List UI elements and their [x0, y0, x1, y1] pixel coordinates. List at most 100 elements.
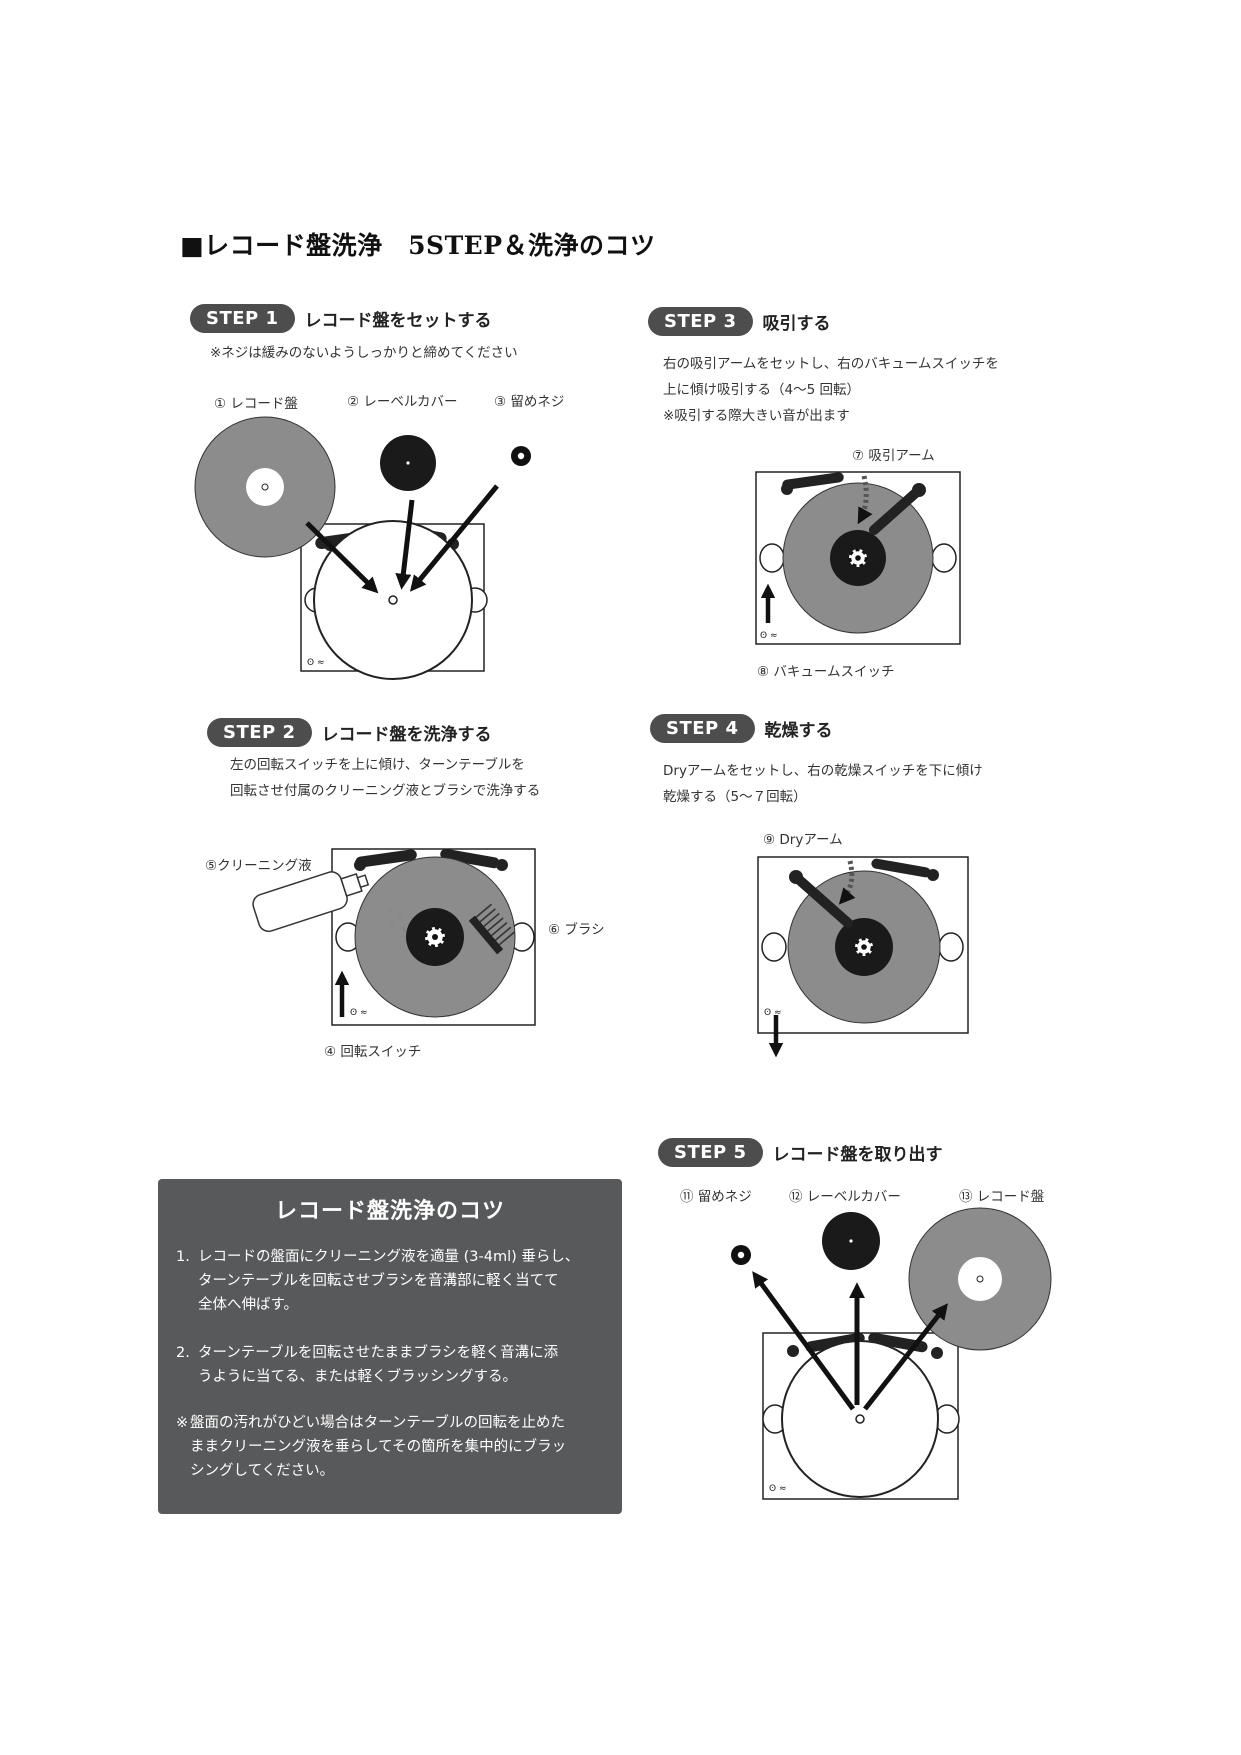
label-record: ⑬ レコード盤	[959, 1189, 1045, 1205]
tip-line: ターンテーブルを回転させブラシを音溝部に軽く当てて	[198, 1273, 559, 1289]
fixing-screw-icon	[424, 926, 446, 948]
tip-line: シングしてください。	[190, 1463, 335, 1479]
step4-badge: STEP 4	[650, 714, 755, 743]
tip-line: 盤面の汚れがひどい場合はターンテーブルの回転を止めた	[190, 1415, 565, 1431]
tip-line: 全体へ伸ばす。	[198, 1297, 299, 1313]
spindle	[388, 595, 398, 605]
step4-header: STEP 4 乾燥する	[650, 714, 833, 743]
switch-icons: ʘ ≈	[760, 631, 778, 641]
step1-diagram: ʘ ≈	[194, 416, 531, 680]
arm-left	[355, 849, 417, 868]
step2-desc-line-1: 左の回転スイッチを上に傾け、ターンテーブルを	[230, 757, 525, 773]
switch-icons: ʘ ≈	[307, 658, 325, 668]
switch-icons: ʘ ≈	[350, 1008, 368, 1018]
tip-item-2: 2. ターンテーブルを回転させたままブラシを軽く音溝に添 うように当てる、または…	[176, 1341, 606, 1389]
arm-right	[871, 858, 931, 878]
label-suction-arm: ⑦ 吸引アーム	[852, 448, 935, 464]
step3-title: 吸引する	[762, 314, 831, 334]
step1-title: レコード盤をセットする	[304, 311, 492, 331]
label-brush: ⑥ ブラシ	[548, 922, 605, 938]
step2-header: STEP 2 レコード盤を洗浄する	[207, 718, 492, 747]
step3-diagram: ʘ ≈	[755, 471, 961, 645]
step5-header: STEP 5 レコード盤を取り出す	[658, 1138, 943, 1167]
step3-desc-line-1: 右の吸引アームをセットし、右のバキュームスイッチを	[663, 356, 999, 372]
step3-desc-line-3: ※吸引する際大きい音が出ます	[663, 408, 850, 424]
dry-arm	[791, 872, 853, 928]
label-record: ① レコード盤	[214, 396, 298, 412]
side-knob-left	[759, 543, 785, 573]
arm-pivot-left	[789, 870, 803, 884]
switch-icons: ʘ ≈	[764, 1008, 782, 1018]
label-fixing-screw: ⑪ 留めネジ	[680, 1189, 752, 1205]
arm-pivot-right	[927, 869, 939, 881]
arm-pivot-left	[787, 1345, 799, 1357]
step4-desc-line-2: 乾燥する（5〜７回転）	[663, 789, 807, 805]
arrow-screw-out	[752, 1271, 856, 1411]
label-cover-dot	[849, 1239, 853, 1243]
fixing-screw-icon	[854, 937, 874, 957]
arrow-label-cover	[395, 499, 415, 590]
side-knob-right	[931, 543, 957, 573]
arm-pivot-right	[931, 1347, 943, 1359]
step5-title: レコード盤を取り出す	[772, 1145, 943, 1165]
arrow-screw	[409, 484, 499, 592]
tip-number: 2.	[176, 1345, 190, 1361]
arm-right	[440, 848, 500, 869]
label-label-cover: ⑫ レーベルカバー	[789, 1189, 901, 1205]
label-cover-dot	[406, 461, 410, 465]
arm-left	[805, 1332, 865, 1353]
step1-description: ※ネジは緩みのないようしっかりと締めてください	[210, 340, 518, 366]
record-spindle-hole	[976, 1275, 984, 1283]
tip-item-1: 1. レコードの盤面にクリーニング液を適量 (3-4ml) 垂らし、 ターンテー…	[176, 1245, 606, 1317]
step2-diagram: ʘ ≈	[252, 848, 536, 1026]
label-label-cover: ② レーベルカバー	[347, 394, 458, 410]
tips-panel: レコード盤洗浄のコツ 1. レコードの盤面にクリーニング液を適量 (3-4ml)…	[158, 1179, 622, 1514]
tip-number: 1.	[176, 1249, 190, 1265]
label-dry-arm: ⑨ Dryアーム	[763, 832, 843, 848]
record-spindle-hole	[261, 483, 269, 491]
fixing-screw-icon	[731, 1245, 751, 1265]
arm-pivot-right	[912, 483, 926, 497]
step2-desc-line-2: 回転させ付属のクリーニング液とブラシで洗浄する	[230, 783, 541, 799]
arrow-record	[305, 521, 379, 594]
arm-pivot-right	[496, 859, 508, 871]
arm-pivot-left	[354, 859, 366, 871]
page-title: ■レコード盤洗浄 5STEP＆洗浄のコツ	[180, 231, 656, 260]
step1-header: STEP 1 レコード盤をセットする	[190, 304, 492, 333]
step1-desc-line: ※ネジは緩みのないようしっかりと締めてください	[210, 345, 518, 361]
spindle	[855, 1414, 865, 1424]
step3-description: 右の吸引アームをセットし、右のバキュームスイッチを 上に傾け吸引する（4〜5 回…	[663, 351, 999, 429]
tip-line: ままクリーニング液を垂らしてその箇所を集中的にブラッ	[190, 1439, 567, 1455]
label-cleaning-fluid: ⑤クリーニング液	[205, 858, 312, 874]
step1-badge: STEP 1	[190, 304, 295, 333]
tips-title: レコード盤洗浄のコツ	[274, 1199, 505, 1224]
step2-description: 左の回転スイッチを上に傾け、ターンテーブルを 回転させ付属のクリーニング液とブラ…	[230, 752, 540, 804]
tip-line: レコードの盤面にクリーニング液を適量 (3-4ml) 垂らし、	[198, 1249, 580, 1265]
tip-line: うように当てる、または軽くブラッシングする。	[198, 1369, 517, 1385]
step2-badge: STEP 2	[207, 718, 312, 747]
side-knob-right	[938, 932, 964, 962]
suction-arm	[869, 485, 924, 535]
step5-badge: STEP 5	[658, 1138, 763, 1167]
switch-icons: ʘ ≈	[769, 1484, 787, 1494]
cleaning-bottle-icon	[252, 871, 370, 933]
step3-desc-line-2: 上に傾け吸引する（4〜5 回転）	[663, 382, 860, 398]
fixing-screw-icon	[511, 446, 531, 466]
fixing-screw-icon	[848, 548, 868, 568]
label-fixing-screw: ③ 留めネジ	[494, 394, 565, 410]
fluid-drops	[388, 906, 406, 933]
label-rotation-switch: ④ 回転スイッチ	[324, 1044, 422, 1060]
side-knob-left	[761, 932, 787, 962]
step5-diagram: ʘ ≈	[731, 1207, 1052, 1500]
step4-title: 乾燥する	[764, 721, 833, 741]
arm-swing-arrow	[857, 475, 873, 525]
tip-line: ターンテーブルを回転させたままブラシを軽く音溝に添	[198, 1345, 559, 1361]
step3-badge: STEP 3	[648, 307, 753, 336]
step2-title: レコード盤を洗浄する	[321, 725, 492, 745]
tip-note: ※ 盤面の汚れがひどい場合はターンテーブルの回転を止めた ままクリーニング液を垂…	[176, 1411, 606, 1483]
step4-diagram: ʘ ≈	[757, 856, 969, 1058]
step4-desc-line-1: Dryアームをセットし、右の乾燥スイッチを下に傾け	[663, 763, 983, 779]
step3-header: STEP 3 吸引する	[648, 307, 831, 336]
arm-pivot-left	[781, 483, 793, 495]
arrow-record-out	[863, 1303, 948, 1411]
